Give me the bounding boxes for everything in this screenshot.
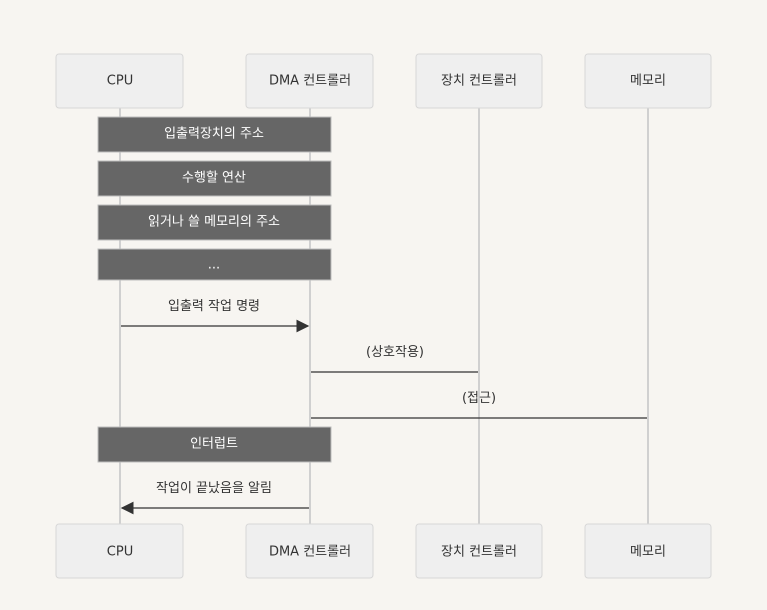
- actor-label: 메모리: [630, 74, 666, 89]
- actor-device-bottom: 장치 컨트롤러: [415, 523, 543, 579]
- message-completion: 작업이 끝났음을 알림: [120, 481, 309, 515]
- message-label: 작업이 끝났음을 알림: [156, 481, 272, 496]
- actor-cpu-bottom: CPU: [55, 523, 184, 579]
- actor-label: 메모리: [630, 545, 666, 560]
- actor-cpu-top: CPU: [55, 53, 184, 109]
- note-text: 인터럽트: [190, 437, 238, 452]
- message-access: (접근): [311, 391, 647, 419]
- actor-memory-bottom: 메모리: [584, 523, 712, 579]
- actor-label: DMA 컨트롤러: [269, 74, 351, 89]
- message-interaction: (상호작용): [311, 345, 478, 373]
- actor-label: CPU: [107, 74, 133, 89]
- note-interrupt: 인터럽트: [97, 426, 332, 463]
- actor-dma-top: DMA 컨트롤러: [245, 53, 374, 109]
- note-text: 읽거나 쓸 메모리의 주소: [148, 215, 280, 230]
- note-io-address: 입출력장치의 주소: [97, 116, 332, 153]
- message-label: (상호작용): [366, 345, 424, 360]
- actor-dma-bottom: DMA 컨트롤러: [245, 523, 374, 579]
- note-text: 입출력장치의 주소: [164, 127, 264, 142]
- actor-label: 장치 컨트롤러: [441, 74, 517, 89]
- message-label: (접근): [462, 391, 496, 406]
- actor-device-top: 장치 컨트롤러: [415, 53, 543, 109]
- actor-memory-top: 메모리: [584, 53, 712, 109]
- message-io-command: 입출력 작업 명령: [121, 299, 310, 333]
- note-text: 수행할 연산: [182, 170, 246, 186]
- note-memory-address: 읽거나 쓸 메모리의 주소: [97, 204, 332, 241]
- note-text: ...: [208, 258, 220, 273]
- note-operation: 수행할 연산: [97, 160, 332, 197]
- actor-label: CPU: [107, 545, 133, 560]
- actor-label: 장치 컨트롤러: [441, 545, 517, 560]
- actor-label: DMA 컨트롤러: [269, 545, 351, 560]
- message-label: 입출력 작업 명령: [168, 299, 260, 314]
- note-ellipsis: ...: [97, 248, 332, 281]
